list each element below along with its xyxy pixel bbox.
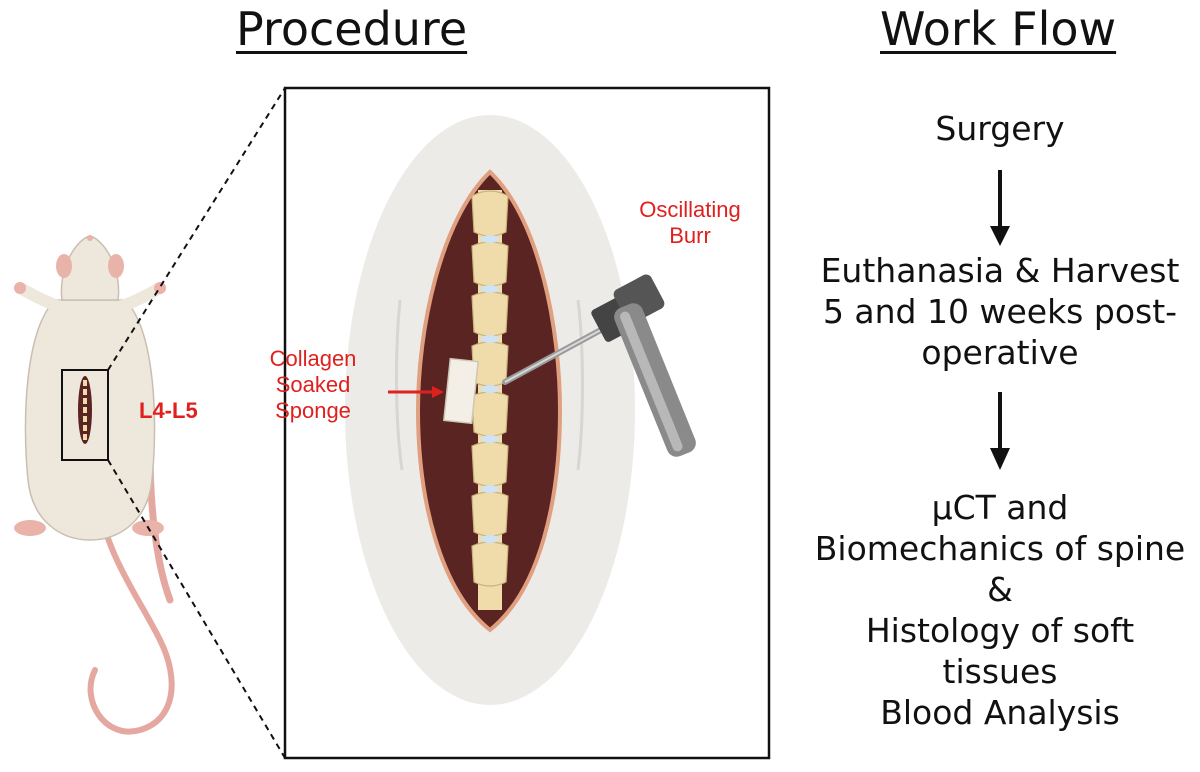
zoom-line-top: [107, 87, 286, 371]
spine-level-label: L4-L5: [139, 398, 198, 423]
rat-illustration: [14, 235, 175, 735]
workflow-step-uct: µCT and: [931, 488, 1069, 527]
zoom-line-bottom: [107, 459, 286, 759]
spine: [471, 190, 509, 610]
procedure-title: Procedure: [236, 2, 468, 56]
workflow-title: Work Flow: [880, 2, 1117, 56]
workflow-step-ampersand: &: [987, 570, 1013, 609]
workflow-arrows: [990, 170, 1010, 470]
sponge-label: Collagen Soaked Sponge: [269, 346, 357, 423]
zoom-box: [61, 369, 109, 461]
workflow-step-surgery: Surgery: [935, 109, 1065, 148]
workflow-step-timepoints-cont: operative: [921, 333, 1079, 372]
burr-label: Oscillating Burr: [639, 197, 741, 248]
collagen-sponge: [443, 357, 479, 425]
workflow-step-histology-cont: tissues: [942, 652, 1058, 691]
workflow-step-euthanasia: Euthanasia & Harvest: [820, 251, 1180, 290]
workflow-step-biomechanics: Biomechanics of spine: [814, 529, 1186, 568]
workflow-step-blood: Blood Analysis: [880, 693, 1120, 732]
workflow-step-timepoints: 5 and 10 weeks post-: [822, 292, 1178, 331]
rat-tail: [87, 507, 175, 735]
oscillating-burr: [502, 274, 696, 457]
workflow-step-histology: Histology of soft: [865, 611, 1135, 650]
